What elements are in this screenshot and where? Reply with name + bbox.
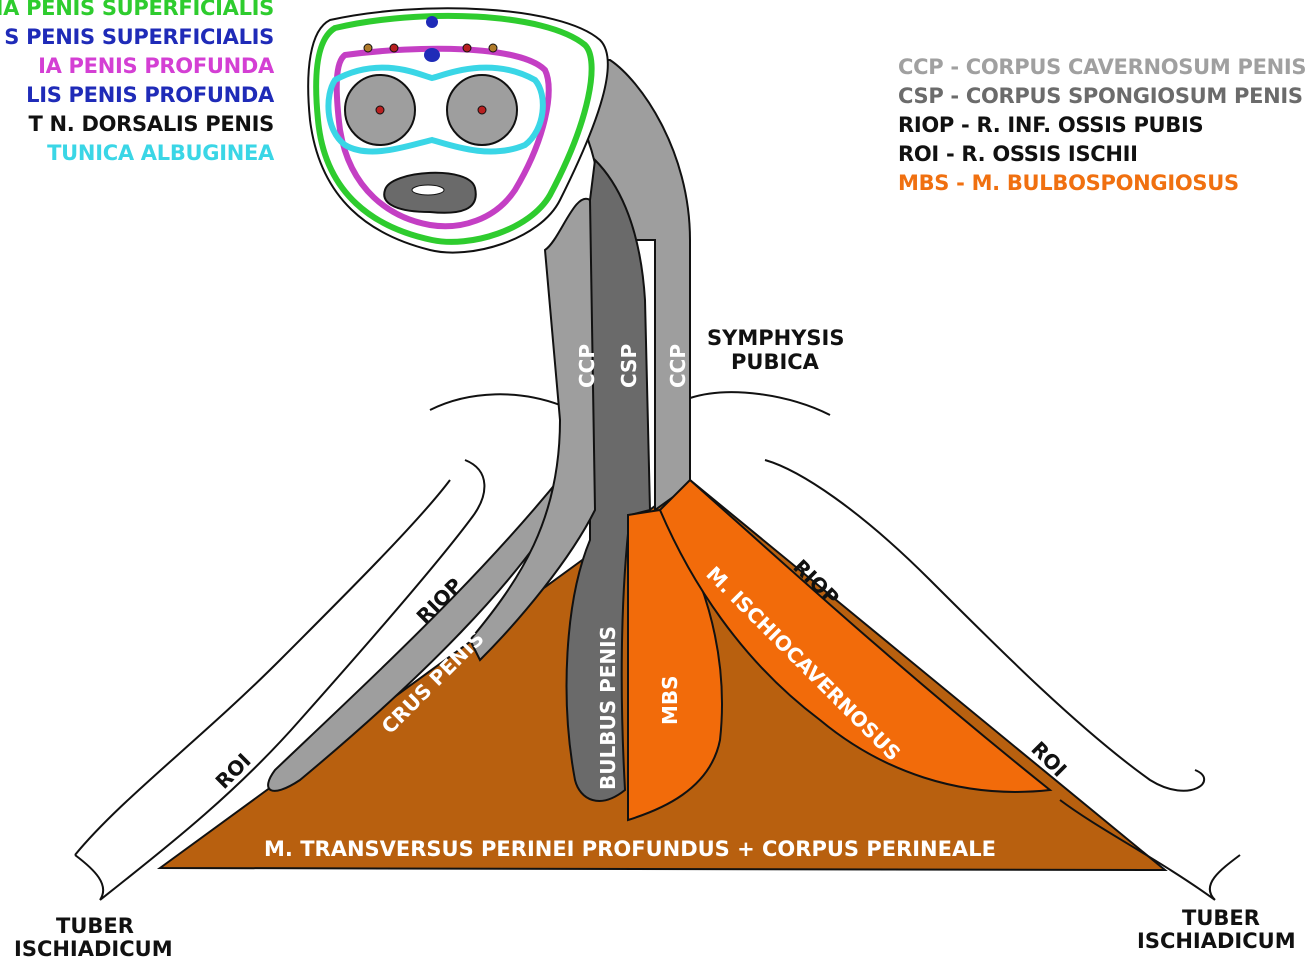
urethra-lumen <box>411 184 445 196</box>
label-mbs: MBS <box>658 675 682 725</box>
right-deep-artery-dot <box>477 105 487 115</box>
legend-right-entry: RIOP - R. INF. OSSIS PUBIS <box>898 113 1204 137</box>
label-bulbus-penis: BULBUS PENIS <box>596 626 620 790</box>
dorsal-artery-left-dot <box>389 43 399 53</box>
label-symphysis-1: SYMPHYSIS <box>707 326 845 350</box>
left-deep-artery-dot <box>375 105 385 115</box>
label-tuber-right-1: TUBER <box>1182 906 1260 930</box>
deep-dorsal-vein-dot <box>424 48 440 62</box>
label-ccp-left: CCP <box>575 344 599 388</box>
label-ccp-right: CCP <box>666 344 690 388</box>
dorsal-artery-right-dot <box>462 43 472 53</box>
label-tuber-right-2: ISCHIADICUM <box>1137 929 1296 953</box>
fascia-profunda-ring <box>333 45 552 230</box>
legend-left-entry: T N. DORSALIS PENIS <box>28 112 274 136</box>
superficial-vein-dot <box>426 16 438 28</box>
label-tuber-left-2: ISCHIADICUM <box>14 937 173 961</box>
left-ramus-bone <box>74 459 486 901</box>
fascia-superficialis-ring <box>313 12 595 245</box>
corpus-spongiosum <box>565 157 652 802</box>
penis-cross-section <box>307 7 609 254</box>
right-ramus-bone <box>764 459 1241 901</box>
legend-left-entry: LIS PENIS PROFUNDA <box>26 83 274 107</box>
tunica-albuginea-ring <box>325 64 546 155</box>
label-roi-left: ROI <box>211 748 256 793</box>
symphysis-outline <box>429 391 831 416</box>
label-symphysis-2: PUBICA <box>731 350 819 374</box>
label-csp: CSP <box>617 344 641 388</box>
legend-left-entry: TUNICA ALBUGINEA <box>47 141 274 165</box>
left-corpus-cavernosum <box>468 197 597 662</box>
ischiocavernosus-muscle <box>658 478 1053 793</box>
legend-right-entry: CCP - CORPUS CAVERNOSUM PENIS <box>898 55 1307 79</box>
legend-left-entry: IA PENIS SUPERFICIALIS <box>0 0 274 20</box>
legend-left-entry: S PENIS SUPERFICIALIS <box>4 25 274 49</box>
label-transversus: M. TRANSVERSUS PERINEI PROFUNDUS + CORPU… <box>264 837 996 861</box>
label-tuber-left-1: TUBER <box>56 914 134 938</box>
legend-right-entry: ROI - R. OSSIS ISCHII <box>898 142 1138 166</box>
legend-right-entry: MBS - M. BULBOSPONGIOSUS <box>898 171 1239 195</box>
right-corpus-cavernosum <box>529 59 691 512</box>
legend-left-entry: IA PENIS PROFUNDA <box>38 54 274 78</box>
legend-right-entry: CSP - CORPUS SPONGIOSUM PENIS <box>898 84 1303 108</box>
dorsal-nerve-right-dot <box>488 43 498 53</box>
dorsal-nerve-left-dot <box>363 43 373 53</box>
